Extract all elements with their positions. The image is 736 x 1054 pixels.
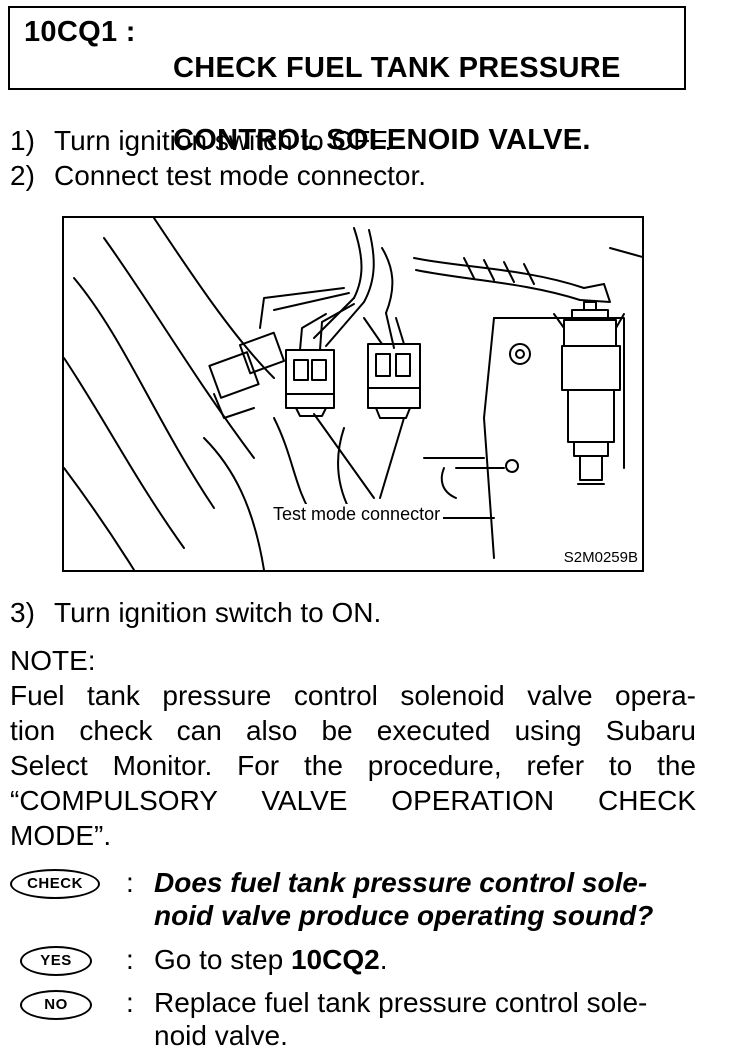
note-line: Select Monitor. For the procedure, refer… bbox=[10, 750, 696, 781]
yes-target-step: 10CQ2 bbox=[290, 944, 380, 975]
figure-code: S2M0259B bbox=[563, 549, 638, 566]
note-label: NOTE: bbox=[10, 645, 96, 676]
note-body: Fuel tank pressure control solenoid valv… bbox=[10, 678, 696, 853]
step-number: 1) bbox=[10, 125, 35, 156]
step-text: Turn ignition switch to OFF. bbox=[54, 125, 393, 156]
check-badge: CHECK bbox=[10, 869, 100, 899]
yes-colon: : bbox=[126, 944, 134, 975]
no-answer: Replace fuel tank pressure control sole-… bbox=[154, 986, 699, 1052]
step-header: 10CQ1 : CHECK FUEL TANK PRESSURE CONTROL… bbox=[8, 6, 686, 156]
step-title-line-2: CONTROL SOLENOID VALVE. bbox=[173, 124, 591, 156]
no-colon: : bbox=[126, 987, 134, 1018]
procedure-step-2: 2) Connect test mode connector. bbox=[10, 159, 426, 193]
yes-badge: YES bbox=[20, 946, 92, 976]
step-number: 3) bbox=[10, 597, 35, 628]
note-line: “COMPULSORY VALVE OPERATION CHECK bbox=[10, 785, 696, 816]
connector-illustration: Test mode connector S2M0259B bbox=[62, 216, 644, 572]
engine-bay-drawing bbox=[64, 218, 642, 570]
step-text: Connect test mode connector. bbox=[54, 160, 426, 191]
note-line: tion check can also be executed using Su… bbox=[10, 715, 696, 746]
step-code: 10CQ1 : bbox=[24, 16, 136, 48]
no-badge: NO bbox=[20, 990, 92, 1020]
step-title: CHECK FUEL TANK PRESSURE CONTROL SOLENOI… bbox=[173, 14, 621, 194]
no-answer-line: noid valve. bbox=[154, 1020, 288, 1051]
yes-answer: Go to step 10CQ2. bbox=[154, 943, 699, 976]
step-number: 2) bbox=[10, 160, 35, 191]
check-question-line: Does fuel tank pressure control sole- bbox=[154, 867, 648, 898]
check-question-line: noid valve produce operating sound? bbox=[154, 900, 654, 931]
step-title-line-1: CHECK FUEL TANK PRESSURE bbox=[173, 52, 621, 84]
figure-callout-label: Test mode connector bbox=[270, 504, 444, 524]
note-line: MODE”. bbox=[10, 820, 112, 851]
note-line: Fuel tank pressure control solenoid valv… bbox=[10, 680, 696, 711]
step-text: Turn ignition switch to ON. bbox=[54, 597, 382, 628]
yes-answer-prefix: Go to step bbox=[154, 944, 291, 975]
yes-answer-suffix: . bbox=[379, 944, 388, 975]
check-question: Does fuel tank pressure control sole- no… bbox=[154, 866, 699, 932]
no-answer-line: Replace fuel tank pressure control sole- bbox=[154, 987, 648, 1018]
check-colon: : bbox=[126, 867, 134, 898]
procedure-step-1: 1) Turn ignition switch to OFF. bbox=[10, 124, 392, 158]
procedure-step-3: 3) Turn ignition switch to ON. bbox=[10, 596, 381, 630]
